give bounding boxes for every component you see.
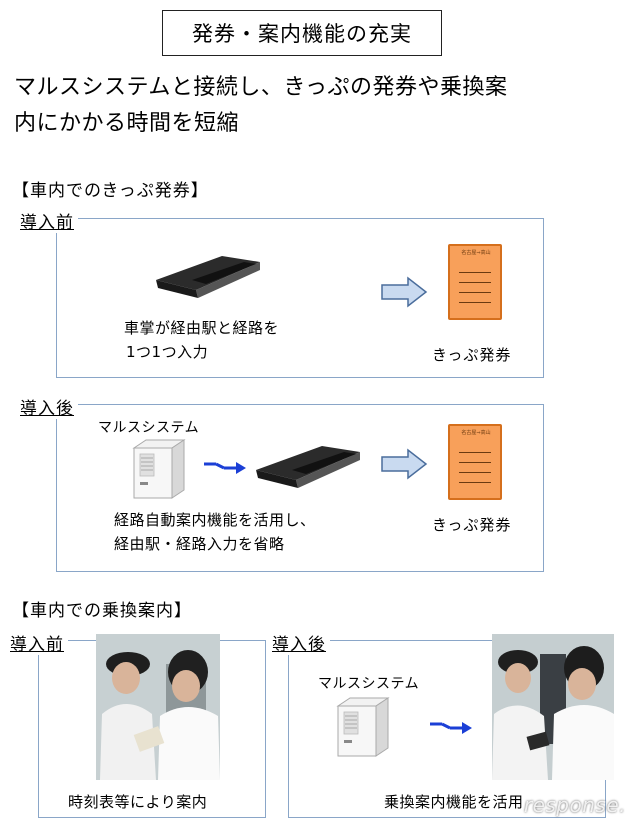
- ticket-before-label: 導入前: [16, 208, 78, 233]
- ticket-before-desc-line-1: 車掌が経由駅と経路を: [124, 319, 280, 337]
- transfer-before-label: 導入前: [6, 630, 68, 655]
- handheld-terminal-icon: [256, 446, 360, 488]
- lead-text: マルスシステムと接続し、きっぷの発券や乗換案 内にかかる時間を短縮: [14, 70, 614, 142]
- ticket-icon: 名古屋⇒高山: [448, 244, 502, 320]
- server-icon: [132, 439, 186, 499]
- ticket-after-label: 導入後: [16, 394, 78, 419]
- ticket-after-desc-line-2: 経由駅・経路入力を省略: [114, 535, 285, 553]
- ticket-route-text: 名古屋⇒高山: [461, 250, 491, 256]
- right-arrow-icon: [381, 276, 428, 308]
- transfer-before-caption: 時刻表等により案内: [68, 793, 208, 811]
- signal-arrow-icon: [204, 462, 246, 474]
- lead-line-2: 内にかかる時間を短縮: [14, 111, 240, 136]
- mars-system-label-2: マルスシステム: [318, 676, 420, 692]
- right-arrow-icon: [381, 448, 428, 480]
- lead-line-1: マルスシステムと接続し、きっぷの発券や乗換案: [14, 75, 508, 100]
- ticket-route-text: 名古屋⇒高山: [461, 430, 491, 436]
- conductor-photo-before: [96, 634, 220, 780]
- watermark-text: response.: [523, 793, 626, 817]
- signal-arrow-icon: [430, 722, 472, 734]
- mars-system-label: マルスシステム: [98, 420, 200, 436]
- page-title-text: 発券・案内機能の充実: [192, 22, 412, 46]
- conductor-photo-after: [492, 634, 614, 780]
- transfer-after-label: 導入後: [268, 630, 330, 655]
- ticket-icon: 名古屋⇒高山: [448, 424, 502, 500]
- page-title: 発券・案内機能の充実: [162, 10, 442, 56]
- ticket-after-issue-label: きっぷ発券: [432, 516, 512, 534]
- ticket-before-desc-line-2: 1つ1つ入力: [126, 343, 209, 361]
- ticket-before-issue-label: きっぷ発券: [432, 346, 512, 364]
- server-icon: [336, 697, 390, 757]
- transfer-section-heading: 【車内での乗換案内】: [12, 601, 192, 621]
- ticket-after-desc-line-1: 経路自動案内機能を活用し、: [114, 511, 316, 529]
- handheld-terminal-icon: [156, 256, 260, 298]
- ticket-section-heading: 【車内でのきっぷ発券】: [12, 181, 209, 201]
- transfer-after-caption: 乗換案内機能を活用: [384, 793, 524, 811]
- ticket-after-desc: 経路自動案内機能を活用し、 経由駅・経路入力を省略: [114, 508, 316, 556]
- ticket-before-desc: 車掌が経由駅と経路を 1つ1つ入力: [124, 316, 279, 364]
